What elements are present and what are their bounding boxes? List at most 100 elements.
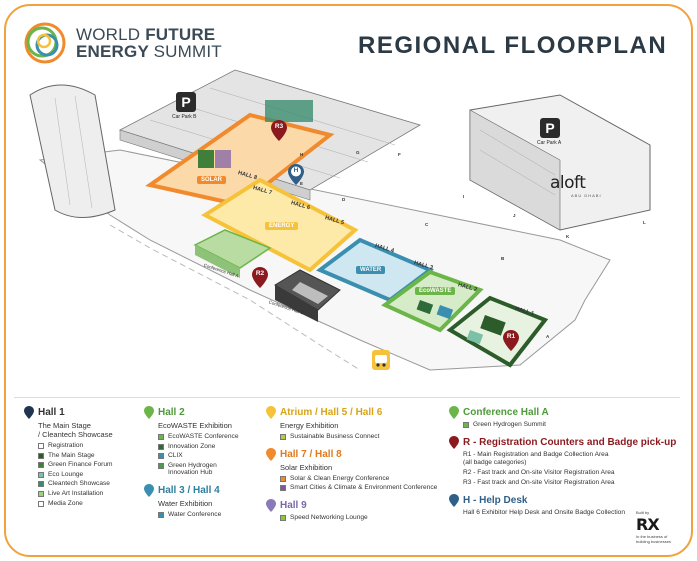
legend-registration-r2: R2 - Fast track and On-site Visitor Regi… bbox=[463, 468, 615, 476]
rx-mark: RX bbox=[636, 515, 660, 534]
legend-hall78: Hall 7 / Hall 8 Solar Exhibition Solar &… bbox=[266, 447, 437, 492]
energy-zone-label: ENERGY bbox=[265, 222, 299, 230]
legend-swatch bbox=[38, 462, 44, 469]
gate-b-label: B bbox=[501, 256, 505, 261]
car-park-a-building bbox=[469, 94, 651, 231]
legend-hall2-title: Hall 2 bbox=[144, 406, 238, 419]
legend-swatch bbox=[38, 481, 44, 488]
legend-swatch bbox=[463, 422, 469, 428]
legend-registration-title: R - Registration Counters and Badge pick… bbox=[449, 435, 676, 449]
page-title: REGIONAL FLOORPLAN bbox=[358, 32, 668, 59]
atrium-pin-icon bbox=[266, 406, 276, 419]
aloft-hotel-logo: aloft bbox=[550, 173, 586, 193]
legend-item: Sustainable Business Connect bbox=[280, 433, 437, 441]
legend-hall1-sub1: The Main Stage bbox=[38, 421, 91, 430]
wfes-logo: WORLD FUTURE ENERGY SUMMIT bbox=[22, 20, 222, 66]
registration-pin-icon bbox=[449, 435, 459, 449]
pin-h[interactable]: H bbox=[288, 164, 304, 185]
legend-item: Speed Networking Lounge bbox=[280, 514, 437, 522]
legend-swatch bbox=[38, 500, 44, 507]
parking-a-caption: Car Park A bbox=[537, 140, 562, 146]
legend-confa: Conference Hall A Green Hydrogen Summit bbox=[449, 406, 676, 429]
pin-r1[interactable]: R1 bbox=[503, 330, 519, 351]
wfes-logo-icon bbox=[24, 22, 66, 64]
legend-swatch bbox=[38, 471, 44, 478]
legend-item: Water Conference bbox=[158, 511, 238, 519]
legend-hall34-title: Hall 3 / Hall 4 bbox=[144, 483, 238, 497]
aloft-hotel-sub: ABU DHABI bbox=[571, 193, 602, 198]
hall34-pin-icon bbox=[144, 483, 154, 497]
legend-item: Solar & Clean Energy Conference bbox=[280, 475, 437, 483]
conference-hall-b-building bbox=[274, 269, 341, 322]
legend-registration-r3: R3 - Fast track and On-site Visitor Regi… bbox=[463, 478, 615, 486]
legend-helpdesk-line: Hall 6 Exhibitor Help Desk and Onsite Ba… bbox=[463, 508, 625, 516]
legend-swatch bbox=[158, 511, 164, 518]
rx-caption-2: In the business of building businesses bbox=[636, 534, 671, 544]
rx-caption-1: Built by bbox=[636, 510, 650, 515]
legend-swatch bbox=[158, 453, 164, 460]
legend-hall9: Hall 9 Speed Networking Lounge bbox=[266, 498, 437, 522]
legend-hall34: Hall 3 / Hall 4 Water Exhibition Water C… bbox=[144, 483, 238, 519]
helpdesk-pin-icon bbox=[449, 493, 459, 507]
logo-text-line2: ENERGY SUMMIT bbox=[76, 42, 222, 61]
legend-atrium-title: Atrium / Hall 5 / Hall 6 bbox=[266, 406, 437, 419]
legend-swatch bbox=[158, 434, 164, 440]
legend-hall1: Hall 1 The Main Stage / Cleantech Showca… bbox=[24, 406, 113, 507]
hall2-pin-icon bbox=[144, 406, 154, 419]
gate-i-label: I bbox=[463, 194, 465, 199]
logo-text-line1: WORLD FUTURE bbox=[76, 25, 216, 44]
legend-hall9-title: Hall 9 bbox=[266, 498, 437, 512]
gate-h-label: H bbox=[300, 152, 304, 157]
gate-a-label: A bbox=[546, 334, 550, 339]
legend-swatch bbox=[158, 443, 164, 450]
legend-swatch bbox=[38, 452, 44, 459]
water-zone-label: WATER bbox=[356, 266, 386, 274]
legend-swatch bbox=[38, 490, 44, 497]
legend-swatch bbox=[38, 443, 44, 449]
gate-l-label: L bbox=[643, 220, 646, 225]
legend-helpdesk: H - Help Desk Hall 6 Exhibitor Help Desk… bbox=[449, 493, 676, 517]
pin-r2-label: R2 bbox=[255, 270, 265, 277]
legend-item: Innovation Zone bbox=[158, 443, 238, 451]
map-pin-icon bbox=[252, 267, 268, 288]
pin-r3[interactable]: R3 bbox=[271, 120, 287, 141]
gate-g-label: G bbox=[356, 150, 360, 155]
pin-h-label: H bbox=[293, 167, 299, 174]
confa-pin-icon bbox=[449, 406, 459, 419]
landmark-tower bbox=[29, 84, 116, 218]
legend-helpdesk-title: H - Help Desk bbox=[449, 493, 676, 507]
legend-swatch bbox=[280, 475, 286, 482]
gate-j-label: J bbox=[513, 213, 516, 218]
legend-col-3: Atrium / Hall 5 / Hall 6 Energy Exhibiti… bbox=[266, 406, 437, 528]
legend-swatch bbox=[280, 485, 286, 492]
legend-registration-r1-note: (all badge categories) bbox=[463, 458, 527, 466]
legend-hall34-sub: Water Exhibition bbox=[158, 498, 213, 508]
gate-e-label: E bbox=[300, 181, 304, 186]
hall9-pin-icon bbox=[266, 498, 276, 512]
rx-logo: Built by RX In the business of building … bbox=[636, 510, 674, 544]
legend-atrium-sub: Energy Exhibition bbox=[280, 421, 339, 430]
hall1-pin-icon bbox=[24, 406, 34, 419]
map-pin-icon bbox=[288, 164, 304, 185]
legend-atrium: Atrium / Hall 5 / Hall 6 Energy Exhibiti… bbox=[266, 406, 437, 441]
legend-panel: Hall 1 The Main Stage / Cleantech Showca… bbox=[14, 397, 680, 544]
legend-registration: R - Registration Counters and Badge pick… bbox=[449, 435, 676, 487]
pin-r2[interactable]: R2 bbox=[252, 267, 268, 288]
legend-item: Eco Lounge bbox=[38, 471, 113, 479]
solar-zone-label: SOLAR bbox=[197, 176, 226, 184]
legend-registration-r1: R1 - Main Registration and Badge Collect… bbox=[463, 450, 609, 458]
ecowaste-zone-label: EcoWASTE bbox=[415, 287, 456, 295]
map-pin-icon bbox=[271, 120, 287, 141]
pin-r1-label: R1 bbox=[506, 333, 516, 340]
legend-swatch bbox=[280, 434, 286, 440]
floorplan-map bbox=[29, 69, 651, 371]
legend-item: Registration bbox=[38, 442, 113, 450]
legend-item: Green Hydrogen Summit bbox=[463, 421, 676, 429]
parking-a-icon: P bbox=[540, 118, 560, 138]
parking-b-icon: P bbox=[176, 92, 196, 112]
legend-hall2-sub: EcoWASTE Exhibition bbox=[158, 421, 232, 430]
legend-item: Green Finance Forum bbox=[38, 461, 113, 469]
legend-col-4: Conference Hall A Green Hydrogen Summit … bbox=[449, 406, 676, 524]
gate-k-label: K bbox=[566, 234, 570, 239]
